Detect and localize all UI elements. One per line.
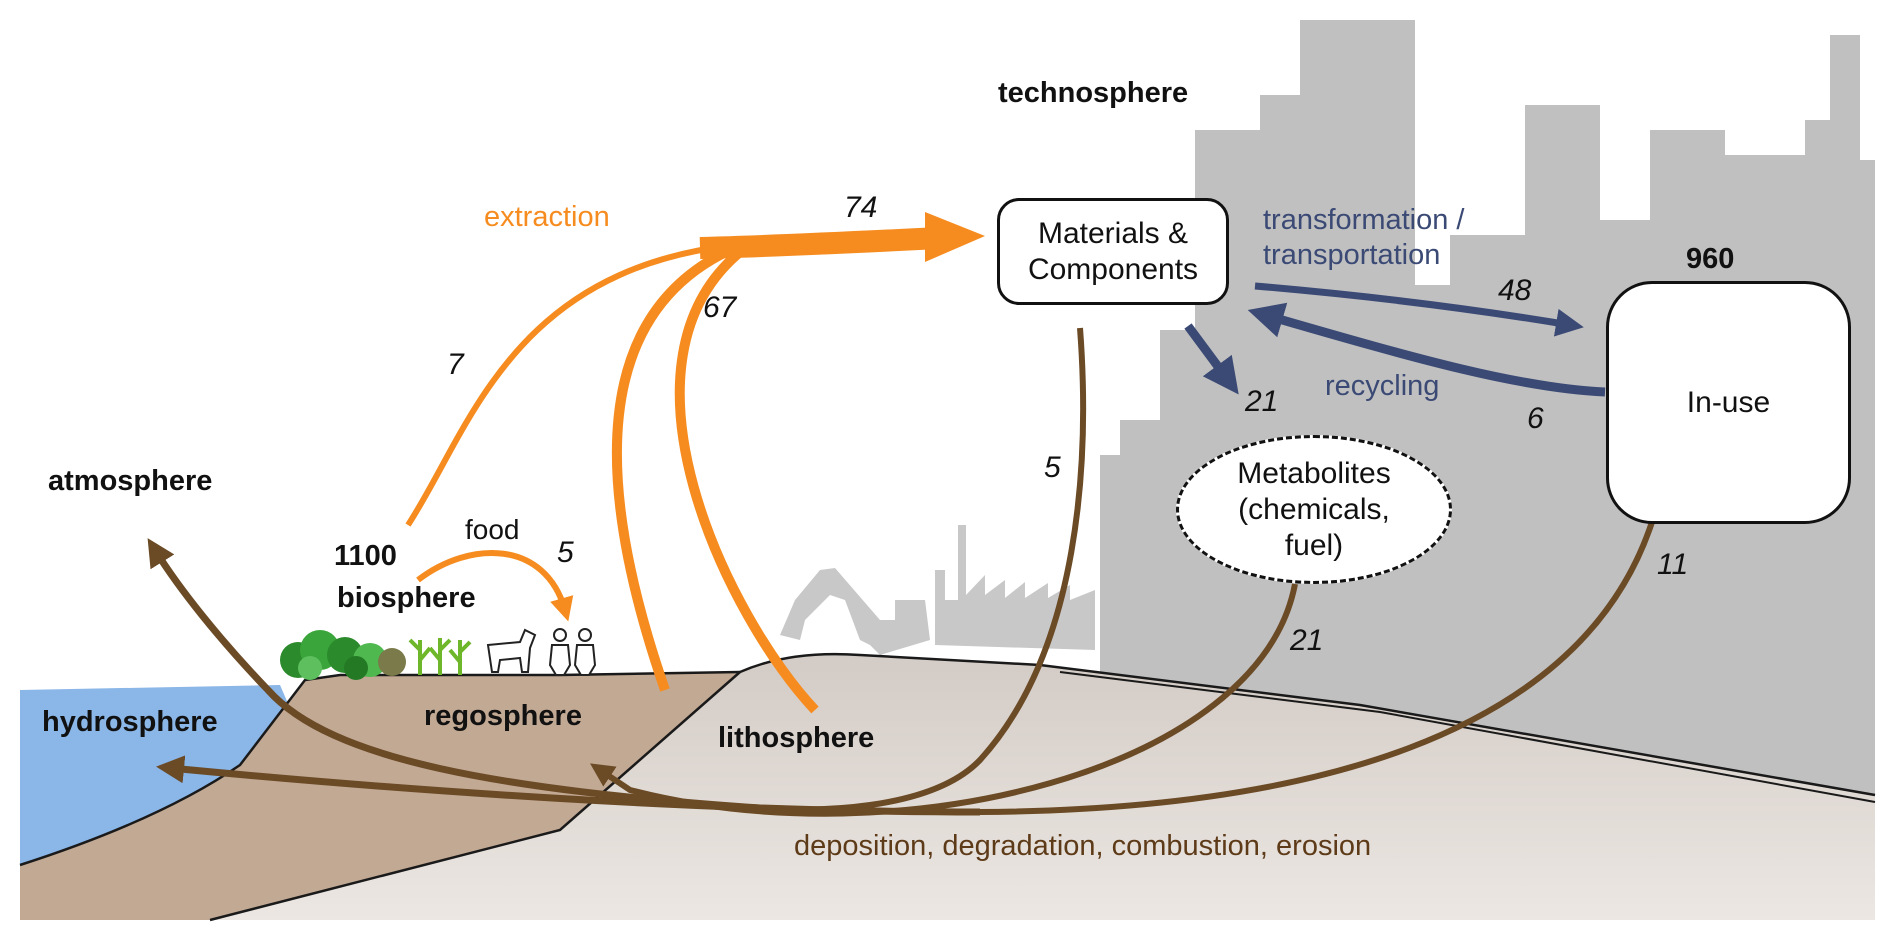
crops-icon xyxy=(408,638,472,675)
flow-value-21-metabolites: 21 xyxy=(1245,385,1279,418)
to-in-use-arrow xyxy=(1254,282,1584,337)
to-metabolites-arrow xyxy=(1184,323,1239,395)
flow-value-5-materials: 5 xyxy=(1044,451,1061,484)
flow-value-6: 6 xyxy=(1527,402,1544,435)
food-arrow xyxy=(416,550,574,622)
materials-components-label: Materials & Components xyxy=(1027,216,1199,286)
rock-layer-line xyxy=(1059,671,1876,803)
geo-extraction-arrow-1 xyxy=(611,245,733,692)
technosphere-label: technosphere xyxy=(998,77,1189,109)
flow-value-21-loss: 21 xyxy=(1290,624,1324,657)
excavator-icon xyxy=(780,568,930,655)
hydrosphere-label: hydrosphere xyxy=(42,706,218,738)
recycling-label: recycling xyxy=(1325,370,1440,402)
flow-value-67: 67 xyxy=(703,291,737,324)
biosphere-label: biosphere xyxy=(337,582,476,614)
in-use-label: In-use xyxy=(1686,385,1771,419)
lithosphere-label: lithosphere xyxy=(718,722,875,754)
flow-value-11: 11 xyxy=(1657,548,1689,581)
hydrosphere-flow xyxy=(156,755,981,816)
biosphere-stock: 1100 xyxy=(334,540,397,572)
flow-value-food: 5 xyxy=(557,536,574,569)
cow-icon xyxy=(486,628,537,673)
recycling-arrow xyxy=(1247,302,1606,397)
in-use-loss-flow xyxy=(979,521,1655,815)
transformation-label: transformation / transportation xyxy=(1263,204,1465,271)
metabolites-box: Metabolites (chemicals, fuel) xyxy=(1176,435,1452,584)
total-extraction-arrowhead xyxy=(925,212,985,262)
flow-value-48: 48 xyxy=(1498,274,1532,307)
in-use-stock: 960 xyxy=(1686,243,1735,275)
plants-icon xyxy=(280,630,406,680)
rock-line xyxy=(209,652,1876,922)
regosphere-soil xyxy=(20,672,740,920)
food-label: food xyxy=(465,514,520,545)
flow-value-7: 7 xyxy=(447,348,464,381)
in-use-box: In-use xyxy=(1606,281,1851,524)
ground-line xyxy=(19,670,741,867)
biosphere-extraction-arrow xyxy=(405,242,736,527)
deposition-label: deposition, degradation, combustion, ero… xyxy=(794,830,1372,862)
metabolites-label: Metabolites (chemicals, fuel) xyxy=(1237,456,1391,562)
geo-extraction-arrow-2 xyxy=(674,244,819,714)
atmosphere-flow xyxy=(147,538,761,812)
atmosphere-label: atmosphere xyxy=(48,465,213,497)
people-icon xyxy=(548,628,597,676)
extraction-label: extraction xyxy=(484,201,610,233)
materials-components-box: Materials & Components xyxy=(997,198,1229,305)
total-extraction-arrow xyxy=(699,227,941,259)
regosphere-label: regosphere xyxy=(424,700,582,732)
flow-value-74: 74 xyxy=(844,191,878,224)
